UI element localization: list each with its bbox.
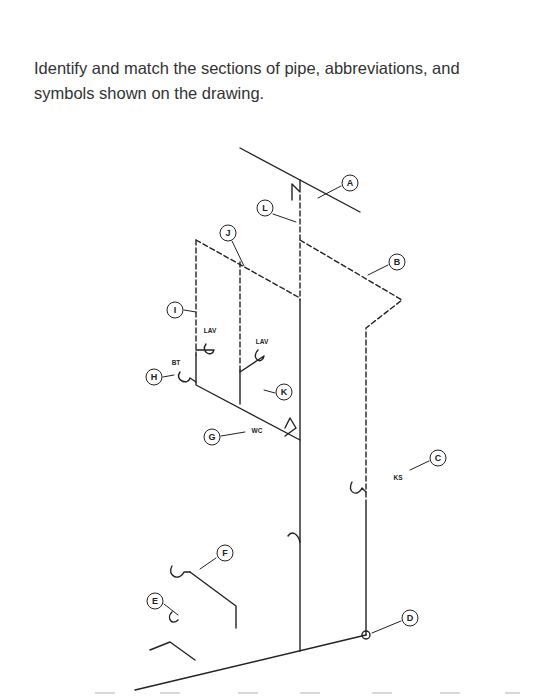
leader-line (164, 604, 178, 615)
wc-fitting (285, 418, 296, 436)
callout-letter: B (389, 254, 406, 271)
lower-branch (190, 572, 236, 628)
lower-trap (171, 566, 190, 577)
building-drain (135, 635, 366, 690)
leader-line (318, 186, 341, 198)
lav-vent-2 (239, 262, 240, 370)
fixture-abbreviation: LAV (255, 338, 270, 346)
bt-trap (179, 372, 196, 382)
leader-line (372, 621, 401, 633)
callout-letter: D (402, 610, 419, 627)
callout-letter: F (217, 545, 234, 562)
leader-line (273, 214, 296, 222)
lav-trap-2 (240, 350, 264, 372)
callout-letter: J (220, 225, 237, 242)
callout-letter: C (430, 450, 447, 467)
fixture-branch (196, 355, 300, 440)
callout-letter: H (146, 369, 163, 386)
individual-vent (196, 240, 300, 298)
leader-line (221, 432, 245, 436)
fixture-abbreviation: LAV (203, 327, 218, 335)
leader-line (163, 375, 174, 377)
stack-vent (299, 195, 300, 300)
callout-letter: I (167, 302, 184, 319)
fixture-abbreviation: BT (171, 359, 182, 367)
left-branch (150, 642, 195, 660)
leader-line (200, 558, 216, 569)
fixture-abbreviation: KS (392, 474, 403, 482)
callout-letter: G (204, 429, 221, 446)
leader-line (264, 390, 275, 393)
vent-header (300, 240, 402, 500)
ks-trap (350, 482, 366, 493)
callout-letter: K (276, 384, 293, 401)
callout-letter: L (257, 200, 274, 217)
leader-line (410, 461, 429, 470)
vent-terminal (292, 180, 300, 200)
question-prompt: Identify and match the sections of pipe,… (34, 56, 514, 106)
lav-trap-1 (196, 344, 214, 354)
callout-letter: A (342, 175, 359, 192)
leader-line (232, 241, 244, 266)
soil-stack (299, 300, 300, 651)
fixture-abbreviation: WC (251, 427, 264, 435)
waste-stack (365, 500, 366, 635)
floor-fitting (288, 533, 300, 542)
leader-line (184, 310, 196, 312)
callout-letter: E (147, 593, 164, 610)
lav-vent-1 (195, 240, 196, 355)
answer-blank (95, 692, 520, 694)
leader-line (368, 265, 388, 275)
lav-branch (239, 370, 240, 404)
cleanout (362, 631, 370, 639)
